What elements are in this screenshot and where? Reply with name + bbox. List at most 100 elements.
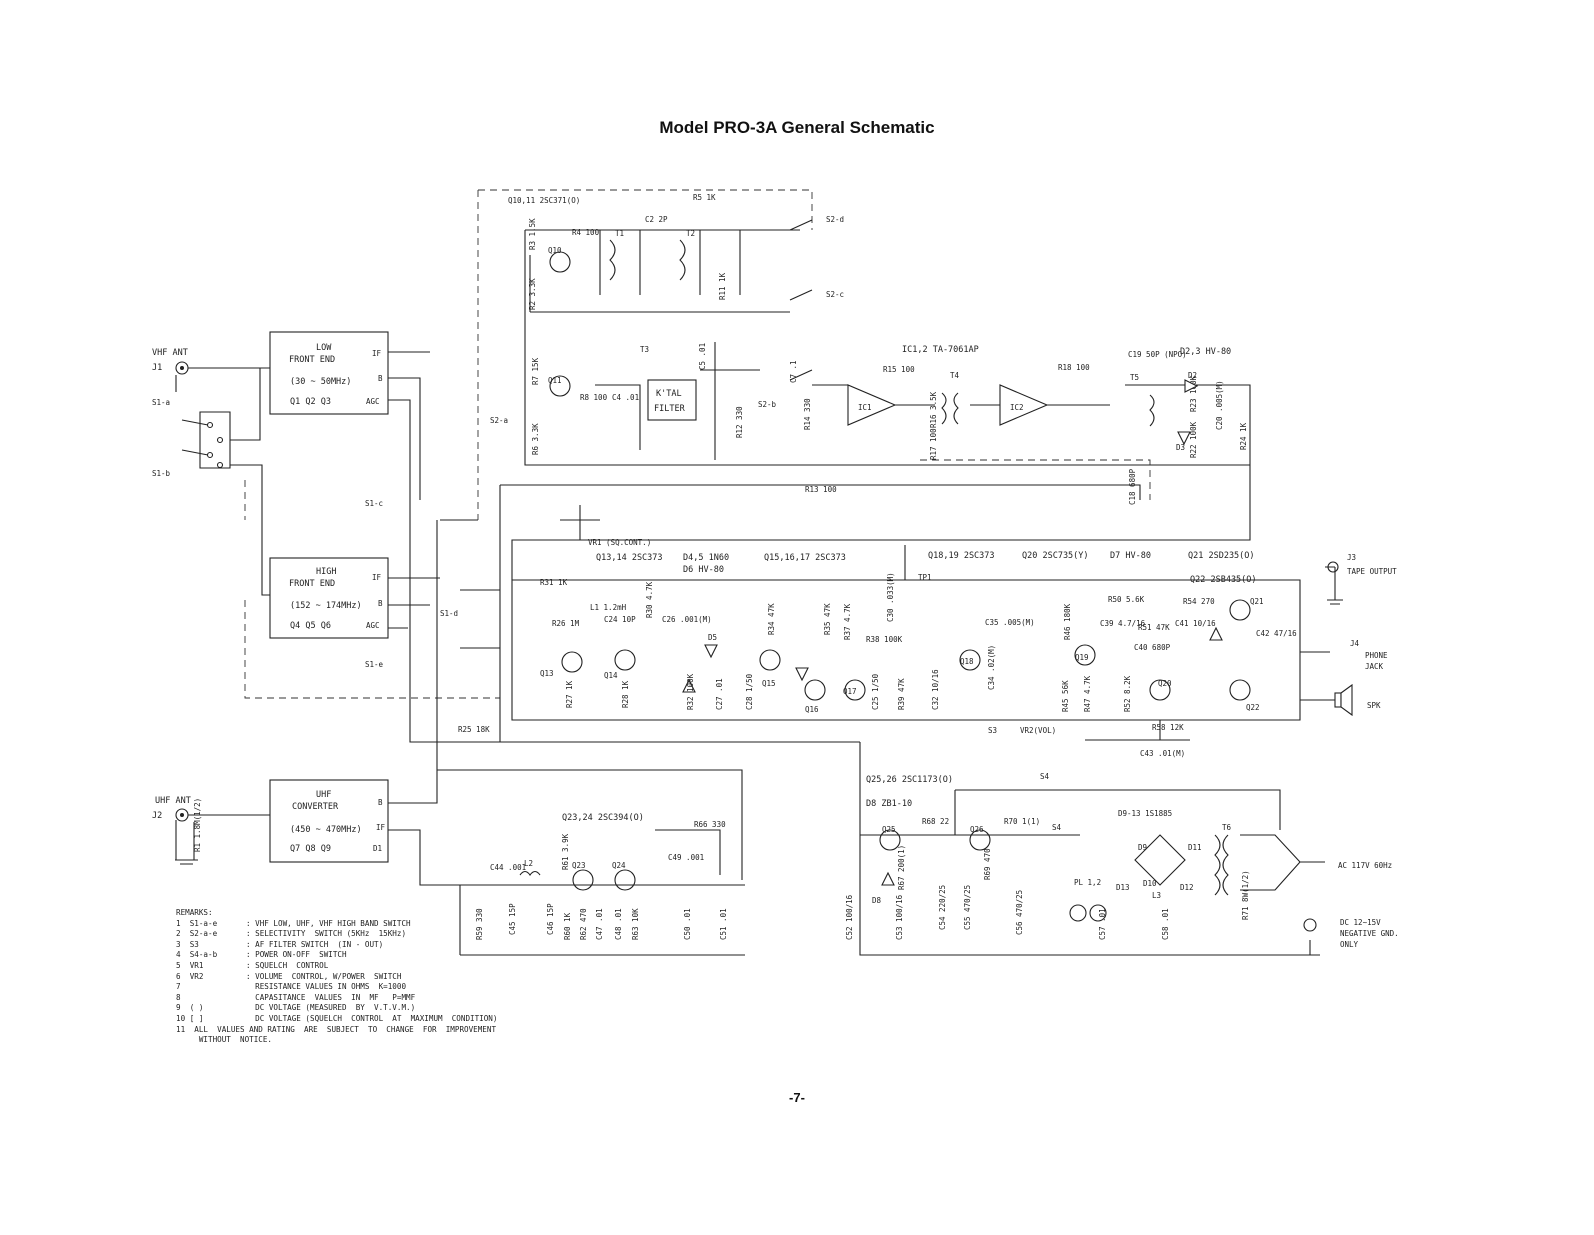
uhf-line-1: UHF (316, 790, 331, 800)
high-fe-line-3: (152 ~ 174MHz) (290, 601, 362, 611)
label-c43: C43 .01(M) (1140, 749, 1185, 758)
if-amp-section: K'TAL FILTER (524, 219, 1250, 466)
label-c5: C5 .01 (698, 343, 707, 370)
remark-item: WITHOUT NOTICE. (176, 1035, 497, 1046)
label-t2: T2 (686, 229, 695, 238)
label-s1d: S1-d (440, 609, 458, 618)
label-pl12: PL 1,2 (1074, 878, 1101, 887)
label-r3: R3 1.5K (528, 218, 537, 250)
high-front-end-block: HIGH FRONT END (152 ~ 174MHz) Q4 Q5 Q6 I… (269, 557, 389, 639)
label-q23-24: Q23,24 2SC394(O) (562, 813, 644, 823)
uhf-line-3: (450 ~ 470MHz) (290, 825, 362, 835)
label-tape-output: TAPE OUTPUT (1347, 567, 1397, 576)
label-s2d: S2-d (826, 215, 844, 224)
remark-item: 11 ALL VALUES AND RATING ARE SUBJECT TO … (176, 1025, 497, 1036)
label-ac: AC 117V 60Hz (1338, 861, 1392, 870)
label-r54: R54 270 (1183, 597, 1215, 606)
label-c42: C42 47/16 (1256, 629, 1297, 638)
label-q23: Q23 (572, 861, 586, 870)
label-tp1: TP1 (918, 573, 932, 582)
remark-text: RESISTANCE VALUES IN OHMS K=1000 (246, 982, 407, 992)
uhf-line-4: Q7 Q8 Q9 (290, 844, 331, 854)
label-j3: J3 (1347, 553, 1356, 562)
label-q21b: Q21 (1250, 597, 1264, 606)
label-s4b: S4 (1052, 823, 1062, 832)
label-d5: D5 (708, 633, 717, 642)
label-q10-11: Q10,11 2SC371(O) (508, 196, 580, 205)
label-q20: Q20 2SC735(Y) (1022, 551, 1089, 561)
speaker-icon (1334, 683, 1353, 717)
label-r5: R5 1K (693, 193, 716, 202)
label-r61: R61 3.9K (561, 833, 570, 870)
label-r52: R52 8.2K (1123, 675, 1132, 712)
remark-text: DC VOLTAGE (SQUELCH CONTROL AT MAXIMUM C… (246, 1013, 498, 1023)
label-r16: R16 3.5K (929, 391, 938, 428)
label-r46: R46 180K (1063, 603, 1072, 640)
remark-key: WITHOUT NOTICE. (176, 1035, 273, 1045)
high-fe-pin-agc: AGC (366, 621, 380, 630)
low-fe-line-2: FRONT END (289, 355, 335, 365)
remark-item: 5 VR1: SQUELCH CONTROL (176, 961, 497, 972)
label-d2: D2 (1188, 371, 1197, 380)
label-c41: C41 10/16 (1175, 619, 1216, 628)
remark-key: 8 (176, 992, 181, 1002)
low-front-end-block: LOW FRONT END (30 ~ 50MHz) Q1 Q2 Q3 IF B… (269, 331, 389, 415)
label-r11: R11 1K (718, 272, 727, 300)
remark-text: DC VOLTAGE (MEASURED BY V.T.V.M.) (246, 1003, 416, 1013)
label-s2b: S2-b (758, 400, 777, 409)
label-r12: R12 330 (735, 406, 744, 438)
label-c53: C53 100/16 (895, 894, 904, 940)
label-c34: C34 .02(M) (987, 645, 996, 690)
label-r51: R51 47K (1138, 623, 1170, 632)
label-r68: R68 22 (922, 817, 949, 826)
label-c51: C51 .01 (719, 908, 728, 940)
remark-text: : VHF LOW, UHF, VHF HIGH BAND SWITCH (246, 918, 411, 928)
label-r59: R59 330 (475, 908, 484, 940)
uhf-osc-section (459, 829, 745, 956)
label-d13: D13 (1116, 883, 1130, 892)
label-ic1: IC1 (858, 403, 872, 412)
label-c55: C55 470/25 (963, 885, 972, 930)
label-l1: L1 1.2mH (590, 603, 627, 612)
label-d11: D11 (1188, 843, 1202, 852)
label-d45: D4,5 1N60 (683, 553, 729, 563)
label-c19: C19 50P (NPO) (1128, 350, 1187, 359)
remark-item: 2 S2-a-e: SELECTIVITY SWITCH (5KHz 15KHz… (176, 929, 497, 940)
label-c20: C20 .005(M) (1215, 380, 1224, 430)
label-c40: C40 680P (1134, 643, 1171, 652)
label-q17: Q17 (843, 687, 857, 696)
remark-text: : AF FILTER SWITCH (IN - OUT) (246, 939, 384, 949)
high-fe-line-2: FRONT END (289, 579, 335, 589)
antenna-jack-icon (175, 361, 270, 865)
label-r47: R47 4.7K (1083, 675, 1092, 712)
label-q22b: Q22 (1246, 703, 1260, 712)
label-c52: C52 100/16 (845, 894, 854, 940)
label-r60: R60 1K (563, 912, 572, 940)
label-q11: Q11 (548, 376, 562, 385)
uhf-line-2: CONVERTER (292, 802, 339, 812)
remark-key: 7 (176, 982, 181, 992)
label-r32: R32 100K (686, 673, 695, 710)
label-c39: C39 4.7/16 (1100, 619, 1146, 628)
remark-key: 6 VR2 (176, 971, 204, 981)
label-r2: R2 3.3K (528, 278, 537, 310)
label-t3: T3 (640, 345, 649, 354)
uhf-pin-b: B (378, 798, 383, 807)
label-d6: D6 HV-80 (683, 565, 724, 575)
label-r37: R37 4.7K (843, 603, 852, 640)
label-c32: C32 10/16 (931, 669, 940, 710)
label-c24: C24 10P (604, 615, 636, 624)
amplifier-icon (511, 384, 1251, 580)
remark-key: 5 VR1 (176, 960, 204, 970)
label-j2: J2 (152, 811, 162, 821)
label-q25-26: Q25,26 2SC1173(O) (866, 775, 953, 785)
label-r38: R38 100K (866, 635, 903, 644)
diode-icon (1149, 379, 1199, 446)
label-r71: R71 8W(1/2) (1241, 870, 1250, 920)
label-vr2: VR2(VOL) (1020, 726, 1056, 735)
label-d23: D2,3 HV-80 (1180, 347, 1231, 357)
label-c57: C57 .01 (1098, 908, 1107, 940)
label-d12: D12 (1180, 883, 1194, 892)
